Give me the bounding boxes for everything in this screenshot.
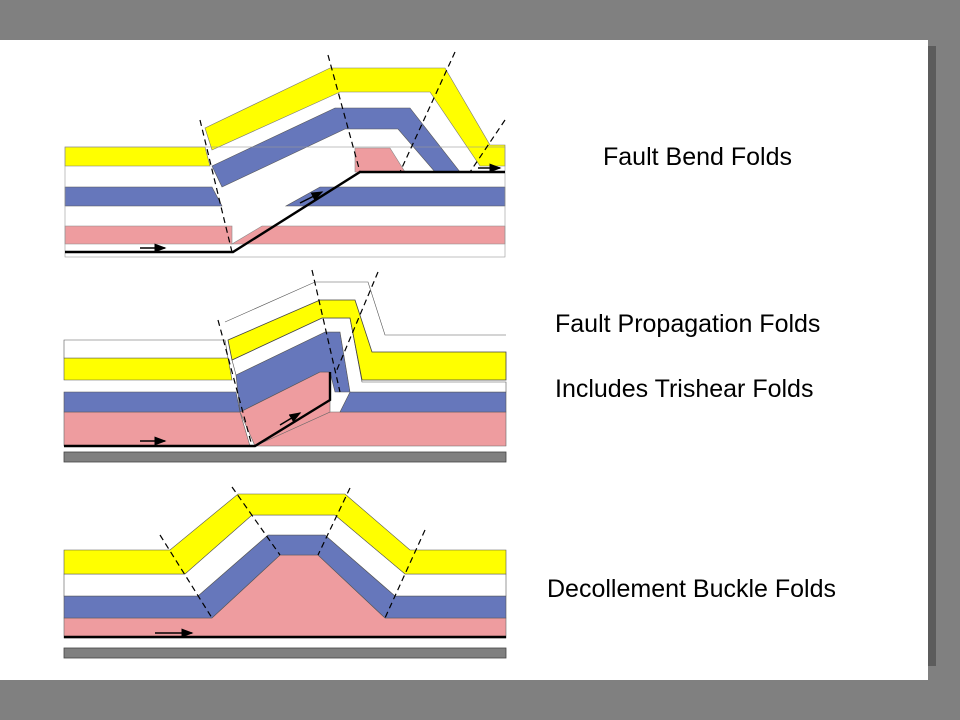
fault-propagation-folds-label: Fault Propagation Folds: [555, 310, 821, 338]
decollement-buckle-folds-label: Decollement Buckle Folds: [547, 575, 837, 603]
fault-bend-folds-label: Fault Bend Folds: [603, 143, 792, 171]
decollement-buckle-fold-diagram: [63, 486, 507, 659]
trishear-folds-label: Includes Trishear Folds: [555, 375, 814, 403]
yellow-layer-footwall: [63, 357, 233, 381]
yellow-layer-hanging: [227, 299, 507, 381]
basement-layer: [63, 647, 507, 659]
blue-layer-footwall: [63, 391, 241, 413]
pink-layer-hanging: [354, 147, 406, 173]
yellow-layer-footwall: [64, 146, 211, 167]
pink-layer: [64, 225, 233, 245]
thrust-arrow-icon: [279, 412, 302, 426]
yellow-layer: [63, 493, 507, 575]
fault-bend-fold-diagram: [64, 51, 506, 258]
fault-line: [65, 170, 505, 254]
pink-layer-right: [230, 225, 506, 245]
axial-surfaces: [199, 51, 506, 253]
axial-surfaces: [159, 486, 426, 619]
thrust-arrow-icon: [299, 191, 324, 204]
blue-layer-footwall: [64, 186, 223, 207]
white-layer-top: [63, 339, 229, 359]
axial-surfaces: [217, 269, 379, 447]
basement-layer: [63, 451, 507, 463]
blue-layer-right: [339, 391, 507, 413]
fault-line: [64, 372, 332, 448]
fault-propagation-fold-diagram: [63, 269, 507, 463]
blue-layer-footwall-right: [284, 186, 506, 207]
